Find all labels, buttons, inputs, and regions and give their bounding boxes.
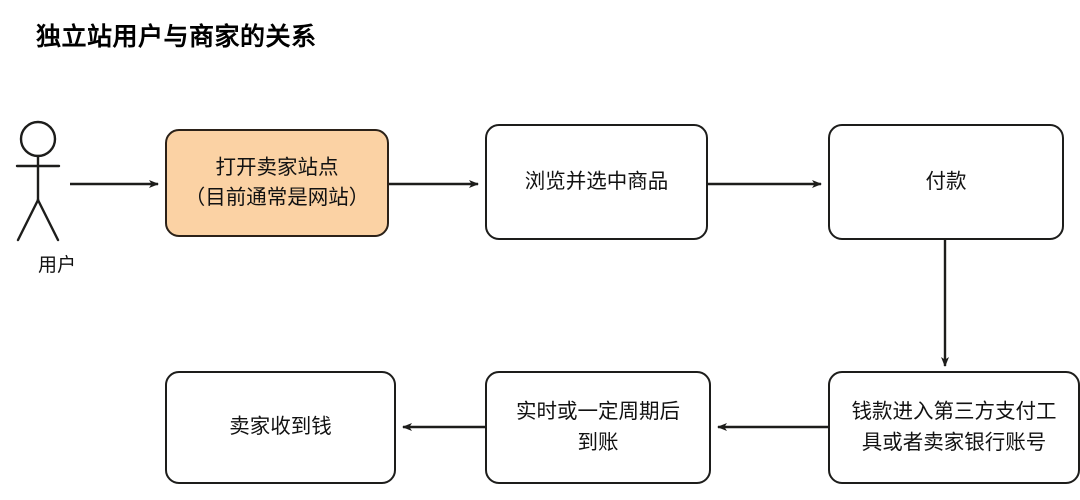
node-seller-receives-money-label: 卖家收到钱	[229, 415, 332, 439]
node-browse-products[interactable]: 浏览并选中商品	[485, 124, 708, 240]
node-open-site-label: 打开卖家站点 （目前通常是网站）	[184, 155, 370, 209]
node-payment-label: 付款	[925, 169, 967, 193]
node-seller-receives-money[interactable]: 卖家收到钱	[165, 371, 396, 484]
node-payment[interactable]: 付款	[828, 124, 1064, 240]
node-browse-products-label: 浏览并选中商品	[524, 169, 669, 193]
node-open-site[interactable]: 打开卖家站点 （目前通常是网站）	[165, 129, 389, 237]
node-funds-destination-label: 钱款进入第三方支付工 具或者卖家银行账号	[851, 400, 1057, 454]
stick-figure-actor-icon	[15, 120, 61, 242]
node-settlement-timing[interactable]: 实时或一定周期后 到账	[485, 371, 711, 484]
node-funds-destination[interactable]: 钱款进入第三方支付工 具或者卖家银行账号	[828, 371, 1080, 484]
node-settlement-timing-label: 实时或一定周期后 到账	[516, 400, 680, 454]
actor-label: 用户	[37, 255, 76, 276]
page-title: 独立站用户与商家的关系	[36, 23, 317, 51]
